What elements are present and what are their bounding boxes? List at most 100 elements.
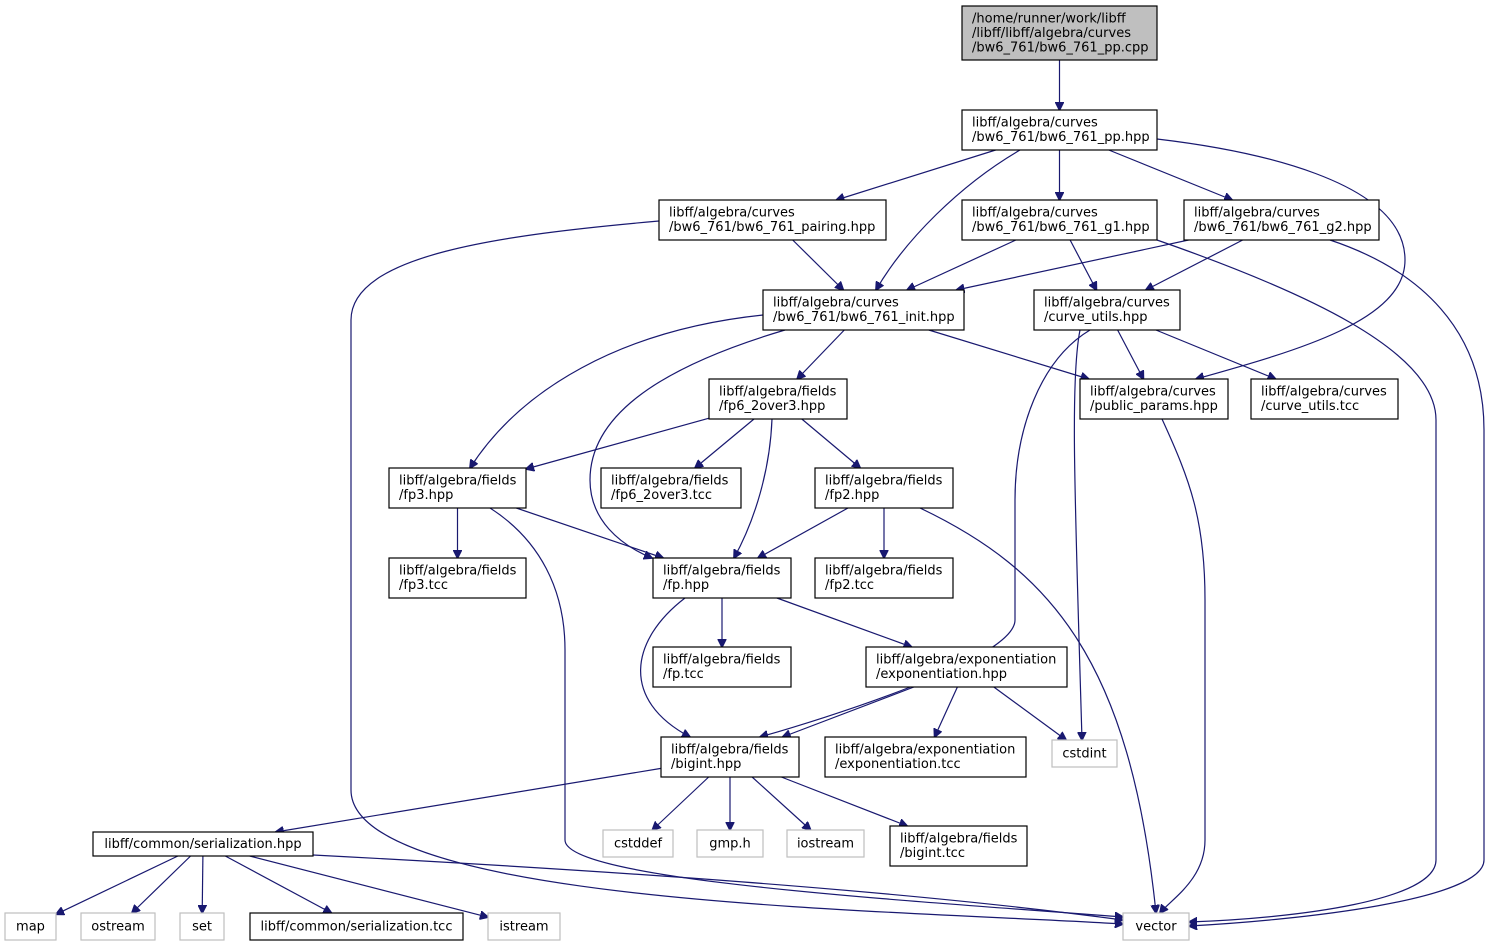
node-pairing-hpp[interactable]: libff/algebra/curves/bw6_761/bw6_761_pai…	[658, 199, 887, 241]
node-label-line: /exponentiation.tcc	[835, 757, 961, 772]
node-label-line: libff/algebra/curves	[1261, 385, 1387, 400]
node-serialization-hpp[interactable]: libff/common/serialization.hpp	[92, 831, 314, 857]
edge-pairing_hpp-to-vector	[350, 220, 1123, 924]
node-label-line: ostream	[91, 919, 145, 934]
node-label-line: /public_params.hpp	[1090, 399, 1218, 414]
node-bigint-hpp[interactable]: libff/algebra/fields/bigint.hpp	[660, 736, 800, 778]
node-box	[658, 199, 887, 241]
node-box	[961, 5, 1158, 61]
node-label-line: cstdint	[1062, 746, 1106, 761]
edge-public_params_hpp-to-vector	[1160, 418, 1206, 913]
node-label-line: libff/algebra/fields	[399, 474, 517, 489]
node-label-line: /exponentiation.hpp	[876, 667, 1007, 682]
node-label-line: libff/algebra/fields	[900, 832, 1018, 847]
node-label-line: /bw6_761/bw6_761_init.hpp	[773, 310, 955, 325]
node-public-params-hpp[interactable]: libff/algebra/curves/public_params.hpp	[1079, 378, 1229, 420]
node-exp-hpp[interactable]: libff/algebra/exponentiation/exponentiat…	[865, 646, 1068, 688]
edge-curve_utils_hpp-to-curve_utils_tcc	[1155, 329, 1276, 379]
node-label-line: libff/algebra/fields	[399, 564, 517, 579]
node-label-line: cstddef	[614, 836, 663, 851]
edge-fp_hpp-to-exp_hpp	[776, 597, 912, 647]
node-box	[814, 557, 954, 599]
node-label-line: gmp.h	[709, 836, 751, 851]
node-label-line: libff/algebra/curves	[1044, 296, 1170, 311]
node-box	[80, 912, 156, 941]
edge-pp_hpp-to-public_params_hpp	[1156, 138, 1406, 379]
edge-pp_hpp-to-pairing_hpp	[836, 149, 996, 200]
node-label-line: libff/algebra/fields	[671, 743, 789, 758]
node-bigint-tcc[interactable]: libff/algebra/fields/bigint.tcc	[889, 825, 1028, 867]
node-box	[652, 646, 792, 688]
node-root[interactable]: /home/runner/work/libff/libff/libff/alge…	[961, 5, 1158, 61]
edge-fp3_hpp-to-vector	[489, 507, 1123, 917]
edge-fp6_hpp-to-fp_hpp	[734, 418, 773, 558]
node-set: set	[179, 912, 225, 941]
node-fp6-tcc[interactable]: libff/algebra/fields/fp6_2over3.tcc	[600, 467, 742, 509]
edge-bigint_hpp-to-iostream	[751, 776, 811, 830]
node-exp-tcc[interactable]: libff/algebra/exponentiation/exponentiat…	[824, 736, 1027, 778]
node-label-line: libff/algebra/curves	[773, 296, 899, 311]
node-istream: istream	[487, 912, 561, 941]
node-vector: vector	[1122, 912, 1190, 941]
node-curve-utils-tcc[interactable]: libff/algebra/curves/curve_utils.tcc	[1250, 378, 1399, 420]
node-box	[1183, 199, 1380, 241]
node-label-line: libff/algebra/fields	[825, 474, 943, 489]
node-g2-hpp[interactable]: libff/algebra/curves/bw6_761/bw6_761_g2.…	[1183, 199, 1380, 241]
node-label-line: libff/algebra/curves	[669, 206, 795, 221]
node-box	[708, 378, 848, 420]
node-g1-hpp[interactable]: libff/algebra/curves/bw6_761/bw6_761_g1.…	[961, 199, 1158, 241]
node-fp-hpp[interactable]: libff/algebra/fields/fp.hpp	[652, 557, 792, 599]
node-fp3-hpp[interactable]: libff/algebra/fields/fp3.hpp	[388, 467, 527, 509]
node-ostream: ostream	[80, 912, 156, 941]
node-map: map	[4, 912, 57, 941]
edge-fp3_hpp-to-fp_hpp	[516, 507, 663, 558]
edge-init_hpp-to-public_params_hpp	[928, 329, 1089, 379]
node-serialization-tcc[interactable]: libff/common/serialization.tcc	[249, 912, 464, 941]
node-label-line: /fp2.tcc	[825, 578, 874, 593]
node-box	[1250, 378, 1399, 420]
node-label-line: /fp2.hpp	[825, 488, 879, 503]
edge-exp_hpp-to-bigint_hpp	[783, 686, 915, 737]
node-box	[814, 467, 954, 509]
node-box	[865, 646, 1068, 688]
node-box	[786, 829, 865, 858]
node-label-line: /bigint.tcc	[900, 846, 965, 861]
node-label-line: /fp3.tcc	[399, 578, 448, 593]
node-box	[889, 825, 1028, 867]
node-fp2-hpp[interactable]: libff/algebra/fields/fp2.hpp	[814, 467, 954, 509]
edge-bigint_hpp-to-serialization_hpp	[276, 767, 662, 832]
edge-bigint_hpp-to-cstddef	[652, 776, 710, 830]
node-label-line: istream	[499, 919, 548, 934]
edge-fp6_hpp-to-fp2_hpp	[801, 418, 860, 468]
node-box	[388, 467, 527, 509]
edge-fp2_hpp-to-vector	[919, 507, 1156, 913]
node-label-line: map	[16, 919, 45, 934]
edge-fp6_hpp-to-fp3_hpp	[526, 417, 710, 469]
node-fp-tcc[interactable]: libff/algebra/fields/fp.tcc	[652, 646, 792, 688]
edge-curve_utils_hpp-to-public_params_hpp	[1117, 329, 1144, 379]
node-label-line: libff/common/serialization.tcc	[261, 919, 453, 934]
node-box	[824, 736, 1027, 778]
node-label-line: /curve_utils.hpp	[1044, 310, 1148, 325]
node-label-line: /fp3.hpp	[399, 488, 453, 503]
edge-exp_hpp-to-cstdint	[993, 686, 1066, 740]
node-fp3-tcc[interactable]: libff/algebra/fields/fp3.tcc	[388, 557, 527, 599]
edge-serialization_hpp-to-vector	[312, 854, 1123, 920]
edge-serialization_hpp-to-ostream	[132, 855, 192, 913]
node-label-line: /bw6_761/bw6_761_g1.hpp	[972, 220, 1150, 235]
node-fp2-tcc[interactable]: libff/algebra/fields/fp2.tcc	[814, 557, 954, 599]
node-init-hpp[interactable]: libff/algebra/curves/bw6_761/bw6_761_ini…	[762, 289, 965, 331]
node-box	[600, 467, 742, 509]
node-gmp-h: gmp.h	[696, 829, 764, 858]
node-label-line: /bw6_761/bw6_761_g2.hpp	[1194, 220, 1372, 235]
edge-g2_hpp-to-init_hpp	[956, 239, 1189, 290]
nodes: /home/runner/work/libff/libff/libff/alge…	[4, 5, 1399, 941]
node-pp-hpp[interactable]: libff/algebra/curves/bw6_761/bw6_761_pp.…	[961, 109, 1158, 151]
node-label-line: /libff/libff/algebra/curves	[972, 26, 1131, 41]
edge-g2_hpp-to-curve_utils_hpp	[1146, 239, 1243, 290]
node-fp6-hpp[interactable]: libff/algebra/fields/fp6_2over3.hpp	[708, 378, 848, 420]
edge-serialization_hpp-to-istream	[249, 855, 488, 917]
edges	[56, 60, 1485, 926]
node-curve-utils-hpp[interactable]: libff/algebra/curves/curve_utils.hpp	[1033, 289, 1181, 331]
node-box	[1033, 289, 1181, 331]
